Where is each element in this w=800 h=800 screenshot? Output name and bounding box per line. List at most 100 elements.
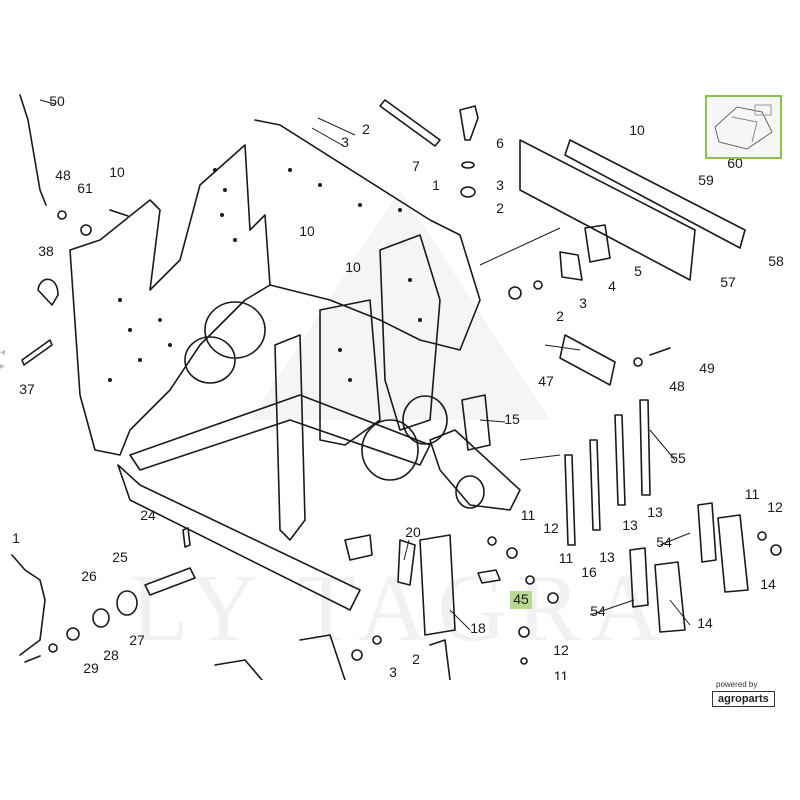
- callout-c10c[interactable]: 10: [299, 223, 315, 239]
- part-24-pin: [182, 527, 191, 548]
- callout-c59[interactable]: 59: [698, 172, 714, 188]
- callout-c3b[interactable]: 3: [496, 177, 504, 193]
- callout-c49[interactable]: 49: [699, 360, 715, 376]
- callout-c29[interactable]: 29: [83, 660, 99, 676]
- callout-c57[interactable]: 57: [720, 274, 736, 290]
- frame-opening-3: [361, 419, 419, 481]
- callout-c47[interactable]: 47: [538, 373, 554, 389]
- callout-c12b[interactable]: 12: [543, 520, 559, 536]
- callout-c13c[interactable]: 13: [599, 549, 615, 565]
- part-6-bolt: [459, 105, 479, 141]
- callout-c27[interactable]: 27: [129, 632, 145, 648]
- powered-by-text: powered by: [716, 680, 758, 689]
- main-frame-left-plate: [69, 144, 271, 456]
- callout-c50[interactable]: 50: [49, 93, 65, 109]
- callout-c24[interactable]: 24: [140, 507, 156, 523]
- part-48-washer: [57, 210, 67, 220]
- callout-c15[interactable]: 15: [504, 411, 520, 427]
- part-11b-washer: [487, 536, 497, 546]
- main-frame-top-plate: [254, 119, 481, 351]
- callout-c13b[interactable]: 13: [622, 517, 638, 533]
- frame-holes: [108, 168, 422, 382]
- watermark-text: LY TAGRA: [130, 554, 670, 661]
- callout-c2a[interactable]: 2: [362, 121, 370, 137]
- part-26-bushing: [116, 590, 138, 616]
- callout-c58[interactable]: 58: [768, 253, 784, 269]
- overview-thumbnail[interactable]: [705, 95, 782, 159]
- callout-c14b[interactable]: 14: [697, 615, 713, 631]
- callout-c2c[interactable]: 2: [556, 308, 564, 324]
- previous-arrow-icon[interactable]: ◂▸: [0, 347, 6, 372]
- powered-by-badge: powered by agroparts: [712, 680, 794, 714]
- callout-c45[interactable]: 45: [513, 591, 529, 607]
- part-14b-link: [654, 561, 686, 633]
- callout-c55[interactable]: 55: [670, 450, 686, 466]
- callout-c12a[interactable]: 12: [767, 499, 783, 515]
- part-12a-nut: [770, 544, 782, 556]
- part-11d-washer: [520, 657, 528, 665]
- callout-highlight-45: [510, 591, 532, 609]
- callout-c13a[interactable]: 13: [647, 504, 663, 520]
- callout-c7[interactable]: 7: [412, 158, 420, 174]
- callout-c10a[interactable]: 10: [109, 164, 125, 180]
- part-45-block: [477, 569, 501, 584]
- part-16-nut: [547, 592, 559, 604]
- callout-c54a[interactable]: 54: [656, 534, 672, 550]
- callout-c48a[interactable]: 48: [55, 167, 71, 183]
- frame-upright-right: [379, 234, 441, 431]
- pin-assembly: [344, 534, 373, 561]
- bottom-fragment-mid: [299, 634, 346, 681]
- bottom-mask: [0, 680, 705, 800]
- callout-c48b[interactable]: 48: [669, 378, 685, 394]
- part-2d-nut: [351, 649, 363, 661]
- callout-c1a[interactable]: 1: [12, 530, 20, 546]
- part-13b-strip: [589, 439, 601, 531]
- callout-c10b[interactable]: 10: [629, 122, 645, 138]
- part-61-nut: [80, 224, 92, 236]
- part-3c-washer: [533, 280, 543, 290]
- callout-c54b[interactable]: 54: [590, 603, 606, 619]
- main-frame-bottom-beam: [117, 464, 361, 611]
- callout-c37[interactable]: 37: [19, 381, 35, 397]
- part-14a-link: [717, 514, 749, 593]
- main-frame-cross-beam: [129, 394, 431, 471]
- callout-c26[interactable]: 26: [81, 568, 97, 584]
- callout-c60[interactable]: 60: [727, 155, 743, 171]
- callout-c3a[interactable]: 3: [341, 134, 349, 150]
- bottom-fragment-left: [214, 659, 263, 681]
- callout-c5[interactable]: 5: [634, 263, 642, 279]
- callout-c16[interactable]: 16: [581, 564, 597, 580]
- part-29-bolt: [24, 655, 41, 663]
- callout-c11b[interactable]: 11: [521, 507, 536, 523]
- part-13a-strip: [614, 414, 626, 506]
- callout-c10d[interactable]: 10: [345, 259, 361, 275]
- callout-c11c[interactable]: 11: [559, 550, 574, 566]
- callout-c2d[interactable]: 2: [412, 651, 420, 667]
- callout-c6[interactable]: 6: [496, 135, 504, 151]
- callout-c18[interactable]: 18: [470, 620, 486, 636]
- callout-c20[interactable]: 20: [405, 524, 421, 540]
- part-12c-nut: [518, 626, 530, 638]
- callout-c14a[interactable]: 14: [760, 576, 776, 592]
- callout-c25[interactable]: 25: [112, 549, 128, 565]
- part-48b-washer: [633, 357, 643, 367]
- callout-c12c[interactable]: 12: [553, 642, 569, 658]
- part-12b-nut: [506, 547, 518, 559]
- callout-c1b[interactable]: 1: [432, 177, 440, 193]
- callout-c38[interactable]: 38: [38, 243, 54, 259]
- part-10-bolt: [109, 209, 129, 217]
- callout-c61[interactable]: 61: [77, 180, 93, 196]
- callout-c2b[interactable]: 2: [496, 200, 504, 216]
- callout-c28[interactable]: 28: [103, 647, 119, 663]
- callout-c3c[interactable]: 3: [579, 295, 587, 311]
- callout-c11a[interactable]: 11: [745, 486, 760, 502]
- part-58-plate: [564, 139, 746, 249]
- callout-c4[interactable]: 4: [608, 278, 616, 294]
- part-5-bracket: [584, 224, 611, 263]
- frame-upright-front: [274, 334, 306, 541]
- callout-c3d[interactable]: 3: [389, 664, 397, 680]
- part-13c-strip: [564, 454, 576, 546]
- overview-thumbnail-sketch: [714, 104, 773, 150]
